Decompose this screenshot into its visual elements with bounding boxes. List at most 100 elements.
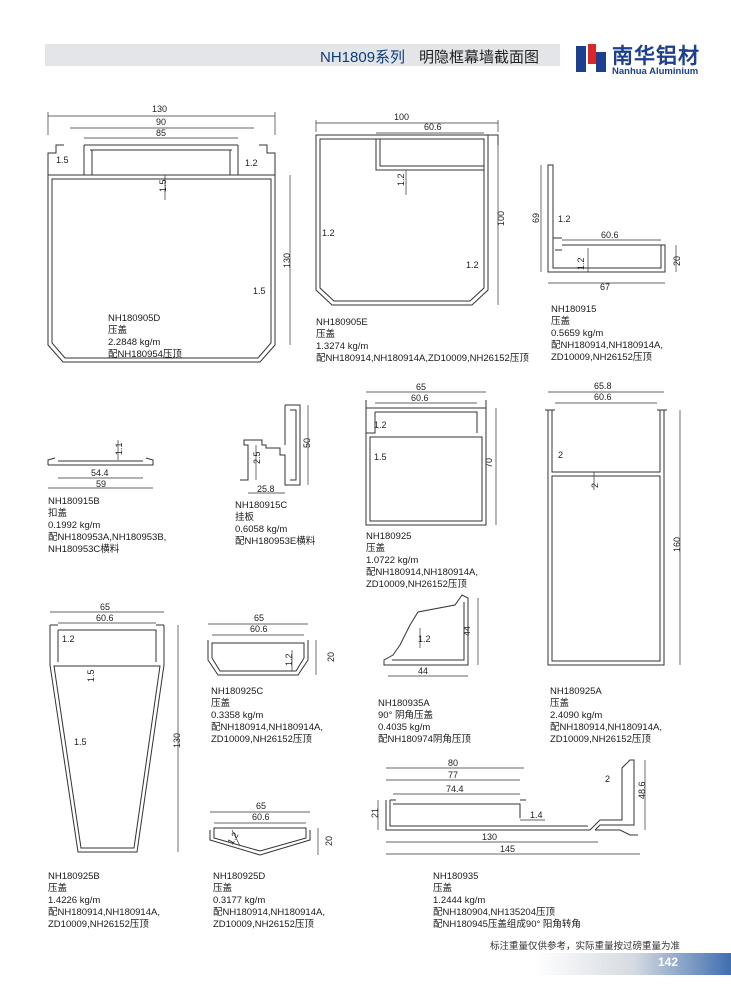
profile-match: 配NH180954压顶 xyxy=(108,349,182,360)
dim-label: 1.2 xyxy=(418,634,431,644)
profile-name: 90° 阴角压盖 xyxy=(378,710,434,721)
profile-match: ZD10009,NH26152压顶 xyxy=(211,734,312,745)
page-title: NH1809系列明隐框幕墙截面图 xyxy=(320,46,539,67)
dim-label: 1.5 xyxy=(56,155,69,165)
dim-label: 65 xyxy=(254,613,264,623)
dim-label: 60.6 xyxy=(594,392,612,402)
dim-label: 130 xyxy=(152,104,167,114)
dim-label: 60.6 xyxy=(252,812,270,822)
profile-weight: 0.3177 kg/m xyxy=(213,895,266,906)
drawing-nh180925a: 65.8 60.6 2 2 160 xyxy=(545,381,682,666)
page-subtitle: 明隐框幕墙截面图 xyxy=(419,49,540,66)
profile-match: ZD10009,NH26152压顶 xyxy=(213,919,314,930)
profile-match: ZD10009,NH26152压顶 xyxy=(551,352,652,363)
dim-label: 1.5 xyxy=(374,452,387,462)
profile-code: NH180905D xyxy=(108,313,161,324)
dim-label: 74.4 xyxy=(446,784,464,794)
profile-label-nh180935: NH180935 压盖 1.2444 kg/m 配NH180904,NH1352… xyxy=(433,871,581,931)
dim-label: 65 xyxy=(256,801,266,811)
profile-code: NH180925B xyxy=(48,871,100,882)
dim-label: 1.4 xyxy=(530,810,543,820)
profile-name: 扣盖 xyxy=(48,508,68,519)
profile-match: ZD10009,NH26152压顶 xyxy=(48,919,149,930)
drawing-nh180915b: 1.1 54.4 59 xyxy=(47,440,154,489)
dim-label: 44 xyxy=(418,666,428,676)
profile-label-nh180915: NH180915 压盖 0.5659 kg/m 配NH180914,NH1809… xyxy=(551,304,663,364)
drawing-nh180905d: 130 90 85 1.5 1.2 1.5 130 1.5 xyxy=(47,104,292,363)
dim-label: 60.6 xyxy=(96,613,114,623)
profile-code: NH180925A xyxy=(550,686,602,697)
dim-label: 1.5 xyxy=(253,286,266,296)
profile-label-nh180925c: NH180925C 压盖 0.3358 kg/m 配NH180914,NH180… xyxy=(211,686,323,746)
dim-label: 2 xyxy=(605,774,610,784)
dim-label: 1.2 xyxy=(374,420,387,430)
drawing-nh180935: 80 77 74.4 21 1.4 2 48.6 130 145 xyxy=(370,758,647,855)
profile-code: NH180925C xyxy=(211,686,264,697)
profile-match: 配NH180953E横料 xyxy=(235,536,316,547)
dim-label: 1.2 xyxy=(284,653,294,666)
profile-name: 压盖 xyxy=(433,883,453,894)
dim-label: 80 xyxy=(448,758,458,768)
dim-label: 1.5 xyxy=(158,179,168,192)
drawing-nh180915: 69 1.2 60.6 1.2 20 67 xyxy=(531,164,682,292)
profile-name: 压盖 xyxy=(550,698,570,709)
dim-label: 21 xyxy=(370,808,380,818)
dim-label: 2 xyxy=(558,450,563,460)
dim-label: 2.5 xyxy=(252,451,262,464)
dim-label: 20 xyxy=(324,836,334,846)
profile-label-nh180915b: NH180915B 扣盖 0.1992 kg/m 配NH180953A,NH18… xyxy=(48,496,166,556)
dim-label: 90 xyxy=(156,117,166,127)
dim-label: 1.2 xyxy=(62,634,75,644)
dim-label: 77 xyxy=(448,770,458,780)
dim-label: 60.6 xyxy=(411,393,429,403)
dim-label: 1.2 xyxy=(322,228,335,238)
dim-label: 59 xyxy=(96,479,106,489)
profile-weight: 0.3358 kg/m xyxy=(211,710,264,721)
dim-label: 2 xyxy=(590,483,600,488)
dim-label: 1.2 xyxy=(245,158,258,168)
dim-label: 20 xyxy=(326,652,336,662)
page-number: 142 xyxy=(658,955,679,969)
profile-label-nh180925b: NH180925B 压盖 1.4226 kg/m 配NH180914,NH180… xyxy=(48,871,160,931)
header-band xyxy=(45,44,560,66)
dim-label: 48.6 xyxy=(637,781,647,799)
profile-weight: 0.5659 kg/m xyxy=(551,328,604,339)
profile-weight: 1.0722 kg/m xyxy=(366,555,419,566)
drawing-nh180935a: 1.2 44 44 xyxy=(383,594,479,677)
dim-label: 54.4 xyxy=(91,468,109,478)
dim-label: 1.2 xyxy=(558,214,571,224)
dim-label: 1.2 xyxy=(396,173,406,186)
dim-label: 130 xyxy=(282,253,292,268)
profile-match: 配NH180914,NH180914A, xyxy=(551,340,663,351)
dim-label: 1.1 xyxy=(114,442,124,455)
logo-name-cn: 南华铝材 xyxy=(612,45,700,68)
profile-name: 压盖 xyxy=(551,316,571,327)
dim-label: 100 xyxy=(394,112,409,122)
profile-code: NH180915C xyxy=(235,500,288,511)
profile-label-nh180905e: NH180905E 压盖 1.3274 kg/m 配NH180914,NH180… xyxy=(316,317,529,365)
profile-weight: 0.6058 kg/m xyxy=(235,524,288,535)
dim-label: 1.2 xyxy=(576,257,586,270)
dim-label: 1.5 xyxy=(86,669,96,682)
dim-label: 20 xyxy=(672,256,682,266)
profile-weight: 0.4035 kg/m xyxy=(378,722,431,733)
profile-match: 配NH180914,NH180914A, xyxy=(48,907,160,918)
dim-label: 160 xyxy=(672,537,682,552)
profile-label-nh180915c: NH180915C 挂板 0.6058 kg/m 配NH180953E横料 xyxy=(235,500,315,548)
profile-code: NH180915 xyxy=(551,304,597,315)
profile-match: 配NH180914,NH180914A, xyxy=(550,722,662,733)
profile-label-nh180925a: NH180925A 压盖 2.4090 kg/m 配NH180914,NH180… xyxy=(550,686,662,746)
profile-label-nh180905d: NH180905D 压盖 2.2848 kg/m 配NH180954压顶 xyxy=(108,313,182,361)
profile-match: 配NH180974阴角压顶 xyxy=(378,734,471,745)
profile-code: NH180925D xyxy=(213,871,266,882)
profile-weight: 0.1992 kg/m xyxy=(48,520,101,531)
weight-disclaimer: 标注重量仅供参考，实际重量按过磅重量为准 xyxy=(490,941,681,952)
series-name: NH1809系列 xyxy=(320,49,406,66)
profile-name: 压盖 xyxy=(48,883,68,894)
logo-name-en: Nanhua Aluminium xyxy=(612,66,699,77)
profile-match: ZD10009,NH26152压顶 xyxy=(550,734,651,745)
dim-label: 65 xyxy=(416,382,426,392)
dim-label: 60.6 xyxy=(424,122,442,132)
profile-code: NH180935A xyxy=(378,698,430,709)
